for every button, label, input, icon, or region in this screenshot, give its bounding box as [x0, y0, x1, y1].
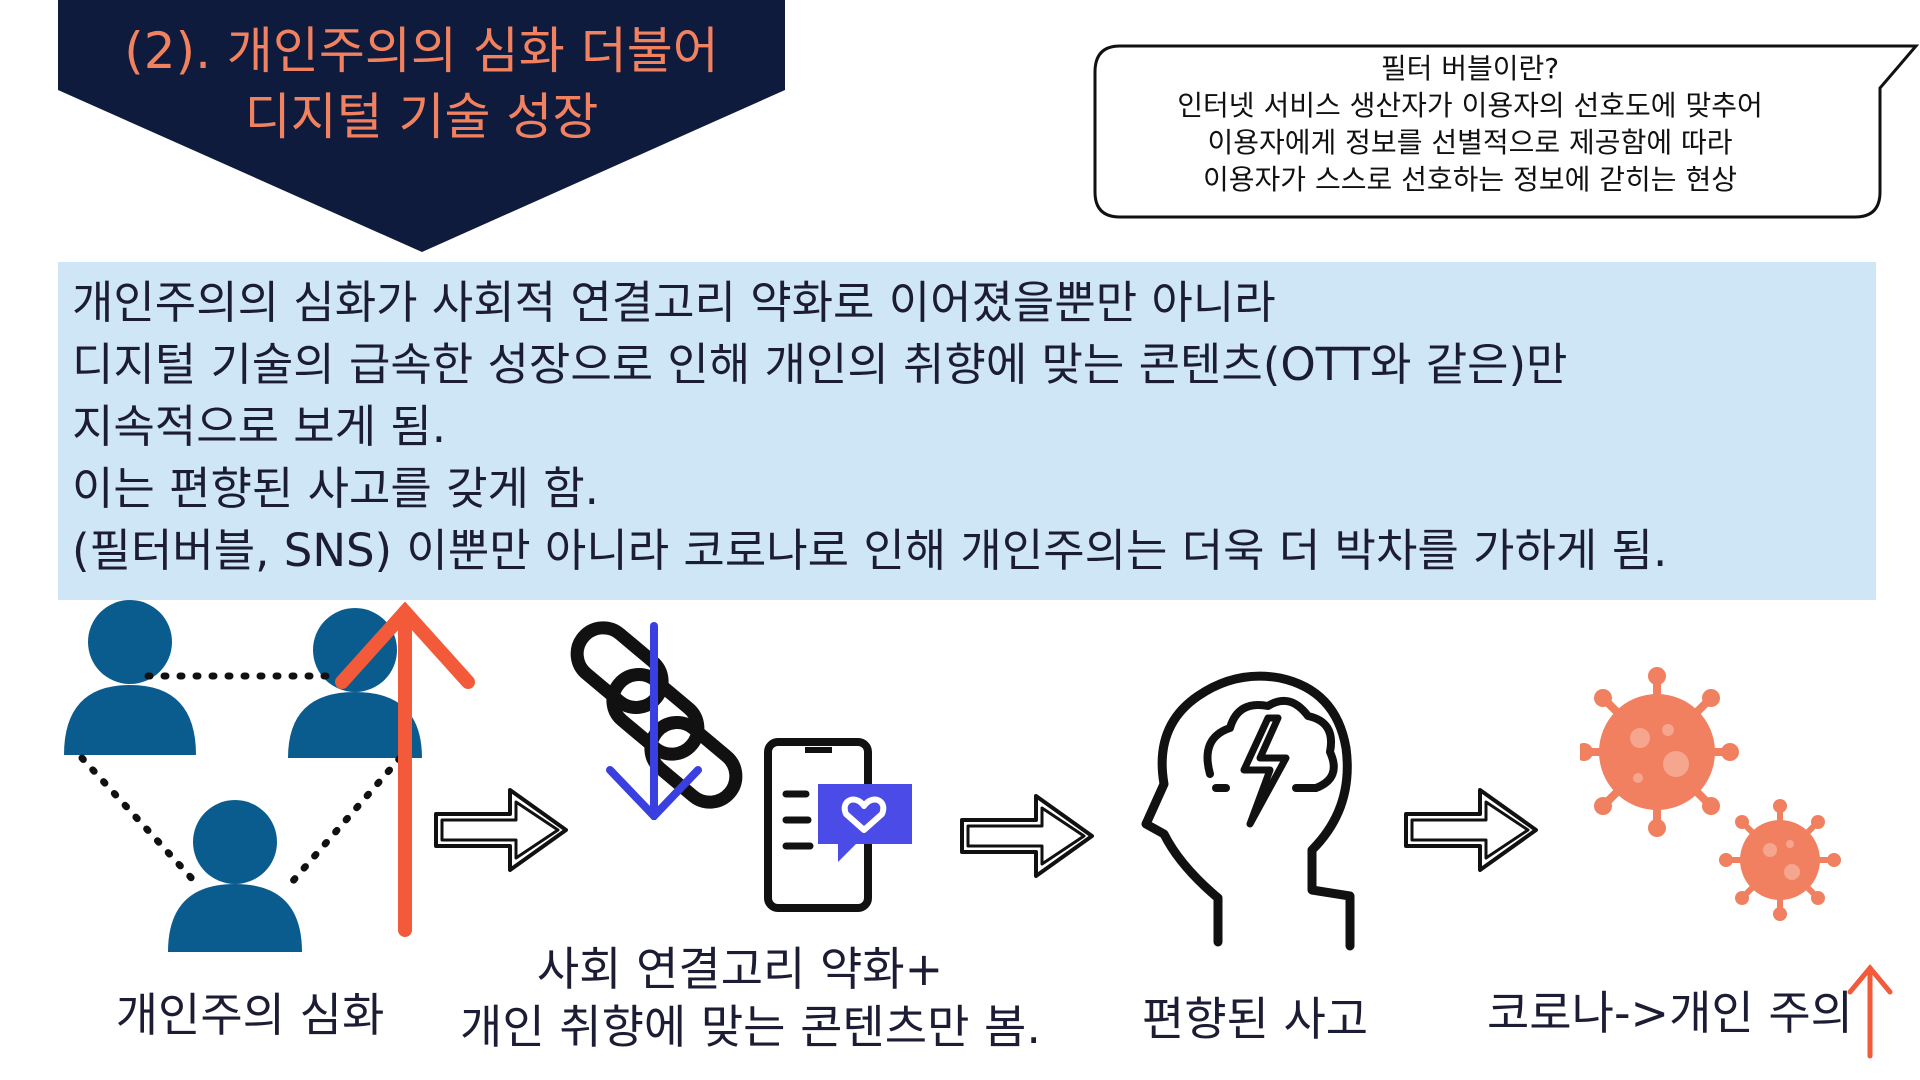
- description-line: 이는 편향된 사고를 갖게 함.: [72, 462, 599, 515]
- virus-icon: [1580, 667, 1841, 921]
- callout-text: 필터 버블이란? 인터넷 서비스 생산자가 이용자의 선호도에 맞추어 이용자에…: [1105, 50, 1835, 198]
- head-storm-icon: [1141, 671, 1355, 951]
- header-banner: [58, 0, 785, 252]
- flow-arrow-icon: [960, 794, 1094, 878]
- description-line: 개인주의의 심화가 사회적 연결고리 약화로 이어졌을뿐만 아니라: [72, 276, 1276, 329]
- step2-caption: 사회 연결고리 약화+ 개인 취향에 맞는 콘텐츠만 봄.: [460, 940, 1041, 1056]
- page-title-line1: (2). 개인주의의 심화 더불어: [124, 22, 719, 80]
- page-title-line2: 디지털 기술 성장: [244, 88, 599, 146]
- callout-line: 인터넷 서비스 생산자가 이용자의 선호도에 맞추어: [1177, 89, 1763, 122]
- down-arrow-icon: [606, 622, 702, 820]
- people-network-icon: [64, 600, 475, 952]
- description-box: 개인주의의 심화가 사회적 연결고리 약화로 이어졌을뿐만 아니라 디지털 기술…: [58, 262, 1876, 600]
- callout-line: 이용자가 스스로 선호하는 정보에 갇히는 현상: [1203, 163, 1737, 196]
- up-arrow-icon: [335, 601, 475, 937]
- description-line: (필터버블, SNS) 이뿐만 아니라 코로나로 인해 개인주의는 더욱 더 박…: [72, 524, 1668, 577]
- up-arrow-icon: [1847, 964, 1893, 1059]
- broken-chain-icon: [570, 621, 743, 820]
- step2-caption-line1: 사회 연결고리 약화+: [536, 942, 944, 996]
- callout-line: 이용자에게 정보를 선별적으로 제공함에 따라: [1207, 126, 1733, 159]
- phone-heart-icon: [764, 738, 912, 912]
- flow-arrow-icon: [1404, 788, 1538, 872]
- callout-bubble: [1093, 44, 1920, 219]
- step1-caption: 개인주의 심화: [115, 988, 385, 1042]
- step3-caption: 편향된 사고: [1141, 992, 1369, 1046]
- description-line: 디지털 기술의 급속한 성장으로 인해 개인의 취향에 맞는 콘텐츠(OTT와 …: [72, 338, 1568, 391]
- step2-caption-line2: 개인 취향에 맞는 콘텐츠만 봄.: [460, 1000, 1041, 1054]
- step4-caption: 코로나->개인 주의: [1486, 986, 1853, 1040]
- flow-arrow-icon: [434, 788, 568, 872]
- page-title: (2). 개인주의의 심화 더불어 디지털 기술 성장: [58, 18, 785, 150]
- description-line: 지속적으로 보게 됨.: [72, 400, 447, 453]
- callout-heading: 필터 버블이란?: [1380, 52, 1560, 85]
